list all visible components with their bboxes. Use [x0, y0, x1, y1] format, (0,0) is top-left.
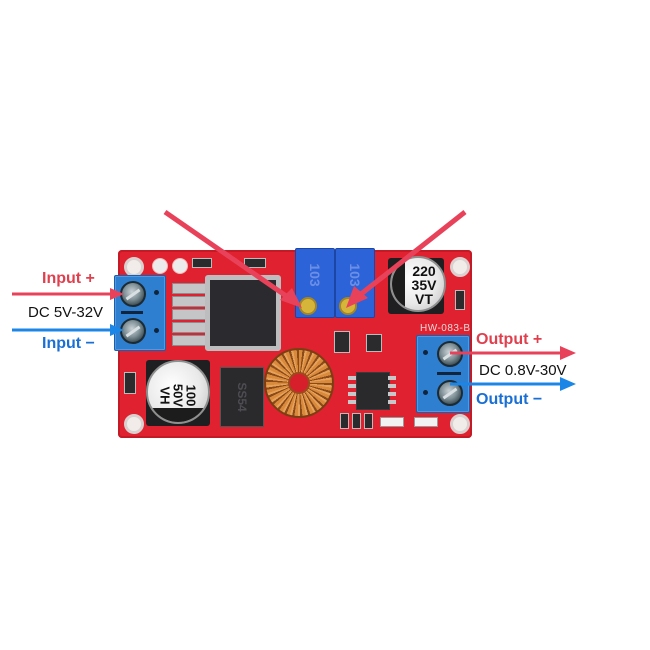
arrowhead-icon [560, 377, 576, 391]
input-positive-screw[interactable] [120, 281, 146, 307]
arrowhead-icon [346, 286, 368, 308]
board-model-label: HW-083-B [420, 323, 471, 334]
input-voltage-range: DC 5V-32V [28, 304, 104, 321]
input-positive-label: Input + [42, 270, 95, 287]
terminal-divider [437, 372, 461, 375]
transistor [366, 334, 382, 352]
schottky-diode: SS54 [220, 367, 264, 427]
smd-resistor [340, 413, 349, 429]
current-adjust-potentiometer[interactable]: 103 [295, 248, 335, 318]
smd-resistor [244, 258, 266, 268]
toroid-core [288, 372, 310, 394]
pointer-arrow-left-pot [163, 209, 294, 303]
cap-voltage: 35V [411, 277, 437, 293]
terminal-divider [121, 311, 143, 314]
output-positive-label: Output + [476, 331, 543, 348]
test-pad [172, 258, 188, 274]
pointer-arrow-right-pot [354, 210, 467, 300]
arrowhead-icon [110, 324, 124, 336]
arrowhead-icon [560, 346, 576, 360]
terminal-dot [423, 350, 428, 355]
control-ic-soic8 [356, 372, 390, 410]
smd-resistor [455, 290, 465, 310]
test-pad [152, 258, 168, 274]
smd-resistor [192, 258, 212, 268]
output-terminal-block [416, 335, 470, 413]
mounting-hole-bottom-left [124, 414, 144, 434]
toroid-inductor [264, 348, 334, 418]
terminal-dot [154, 328, 159, 333]
smd-inductor-small [124, 372, 136, 394]
input-terminal-block [114, 275, 166, 351]
input-negative-label: Input − [42, 335, 95, 352]
terminal-dot [423, 390, 428, 395]
regulator-ic [205, 275, 281, 351]
smd-resistor [364, 413, 373, 429]
electrolytic-capacitor-100uf: 100 50V VH [146, 360, 210, 424]
status-led [414, 417, 438, 427]
output-voltage-range: DC 0.8V-30V [479, 362, 567, 379]
arrowhead-icon [110, 288, 124, 300]
mounting-hole-top-right [450, 257, 470, 277]
transistor [334, 331, 350, 353]
smd-resistor [352, 413, 361, 429]
mounting-hole-bottom-right [450, 414, 470, 434]
voltage-adjust-potentiometer[interactable]: 103 [335, 248, 375, 318]
cap-value: 220 [412, 263, 436, 279]
cap-series: VT [415, 291, 433, 307]
status-led [380, 417, 404, 427]
terminal-dot [154, 290, 159, 295]
output-negative-label: Output − [476, 391, 543, 408]
arrowhead-icon [280, 288, 302, 308]
